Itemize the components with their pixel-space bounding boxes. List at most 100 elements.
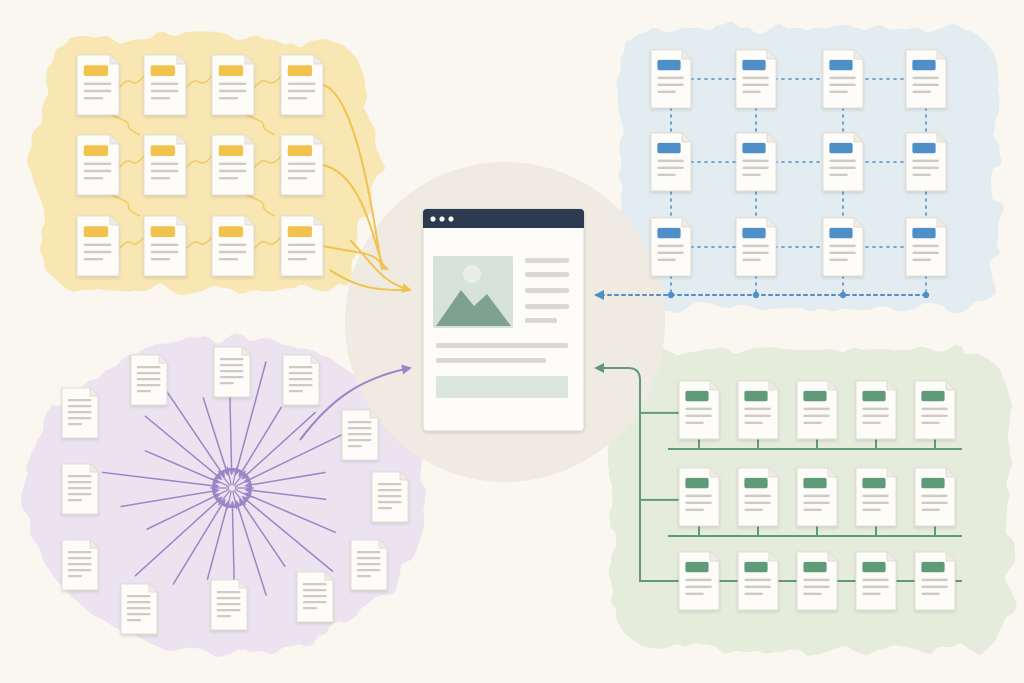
blue-document [735, 217, 777, 277]
document-text-line [829, 76, 856, 80]
document-text-line [67, 493, 92, 496]
document-header-bar [921, 390, 945, 402]
document-header-bar [829, 59, 853, 71]
document-fold [827, 552, 837, 562]
document-text-line [136, 372, 161, 375]
document-text-line [150, 250, 179, 254]
green-document [796, 380, 838, 440]
purple-burst-arrow [244, 471, 326, 489]
purple-document [350, 539, 388, 591]
document-text-line [216, 591, 241, 594]
document-header-bar [287, 226, 313, 237]
purple-burst-arrow [241, 411, 317, 480]
document-text-line [803, 494, 830, 498]
purple-burst-arrow [120, 487, 220, 508]
blue-document [650, 217, 692, 277]
purple-scattered-documents [61, 346, 412, 635]
yellow-document [76, 215, 120, 277]
document-text-line [921, 592, 940, 595]
purple-burst-arrows [101, 361, 351, 619]
document-text-line [83, 177, 104, 180]
document-text-line [862, 508, 881, 511]
document-fold [369, 410, 378, 419]
document-text-line [744, 421, 763, 424]
document-text-line [67, 411, 92, 414]
document-header-bar [803, 390, 827, 402]
document-fold [886, 552, 896, 562]
document-text-line [136, 390, 152, 393]
yellow-document [211, 134, 255, 196]
document-text-line [744, 578, 771, 582]
document-header-bar [657, 142, 681, 154]
document-text-line [150, 89, 179, 93]
document-text-line [657, 166, 684, 170]
document-text-line [744, 508, 763, 511]
green-document [855, 380, 897, 440]
document-text-line [83, 89, 112, 93]
web-page-titlebar [423, 209, 584, 228]
document-header-bar [150, 145, 176, 156]
yellow-document [280, 215, 324, 277]
document-text-line [218, 97, 239, 100]
body-text-line [436, 343, 568, 348]
yellow-flow-curve [322, 164, 386, 271]
document-fold [853, 218, 863, 228]
document-fold [176, 55, 186, 65]
document-text-line [829, 244, 856, 248]
purple-burst-arrow [158, 379, 226, 478]
document-fold [681, 133, 691, 143]
document-text-line [862, 578, 889, 582]
purple-burst-core-stroke [217, 489, 231, 506]
document-text-line [657, 159, 684, 163]
document-text-line [921, 407, 948, 411]
document-fold [313, 216, 323, 226]
document-header-bar [287, 145, 313, 156]
document-fold [709, 381, 719, 391]
side-text-line [525, 272, 569, 277]
document-fold [768, 381, 778, 391]
yellow-connection-curve [253, 236, 282, 250]
green-document [678, 467, 720, 527]
document-text-line [803, 578, 830, 582]
document-text-line [742, 159, 769, 163]
document-header-bar [862, 390, 886, 402]
green-document [737, 467, 779, 527]
blue-document [822, 49, 864, 109]
document-text-line [67, 557, 92, 560]
document-text-line [862, 421, 881, 424]
document-fold [399, 472, 408, 481]
purple-burst-arrow [233, 361, 267, 476]
document-text-line [829, 159, 856, 163]
yellow-document [76, 54, 120, 116]
document-text-line [912, 83, 939, 87]
mountain-icon [436, 290, 511, 326]
document-text-line [347, 439, 372, 442]
document-fold [241, 347, 250, 356]
purple-burst-core-stroke [234, 488, 253, 499]
document-fold [176, 216, 186, 226]
document-text-line [803, 508, 822, 511]
yellow-document [143, 54, 187, 116]
document-text-line [803, 421, 822, 424]
blue-document [822, 132, 864, 192]
document-text-line [862, 414, 889, 418]
blue-grid-node [667, 291, 675, 299]
document-header-bar [803, 477, 827, 489]
document-text-line [921, 414, 948, 418]
document-header-bar [83, 145, 109, 156]
document-text-line [829, 173, 848, 176]
document-text-line [219, 358, 244, 361]
document-text-line [377, 507, 393, 510]
document-text-line [657, 90, 676, 93]
document-fold [886, 381, 896, 391]
document-fold [766, 50, 776, 60]
document-text-line [803, 592, 822, 595]
document-header-bar [803, 561, 827, 573]
purple-burst-core-stroke [232, 466, 238, 486]
document-text-line [216, 597, 241, 600]
document-text-line [83, 258, 104, 261]
document-text-line [742, 90, 761, 93]
purple-burst-core-stroke [211, 488, 230, 499]
yellow-connection-curve [245, 114, 276, 136]
document-text-line [218, 89, 247, 93]
